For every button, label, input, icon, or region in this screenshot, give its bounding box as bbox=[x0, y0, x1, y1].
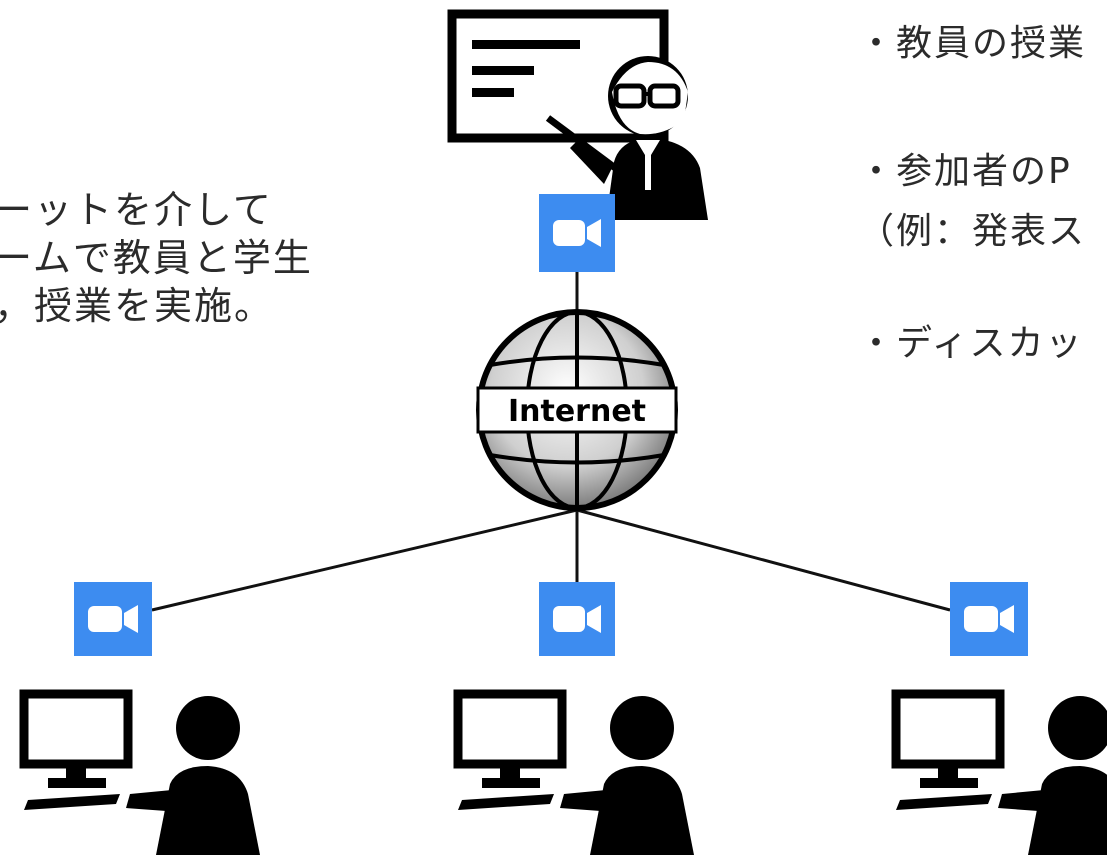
teacher-presentation-icon bbox=[447, 9, 708, 220]
bullet-item-2: ・参加者のP bbox=[858, 151, 1072, 192]
left-description: ーットを介してームで教員と学生，授業を実施。 bbox=[0, 186, 313, 330]
line-globe-right bbox=[576, 508, 951, 612]
bullet-item-1: ・教員の授業 bbox=[858, 23, 1087, 64]
student-computer-icon-center bbox=[453, 689, 694, 855]
globe-icon: Internet bbox=[476, 309, 678, 511]
bullet-item-3: （例：発表ス bbox=[858, 211, 1087, 252]
line-globe-left bbox=[151, 508, 578, 612]
zoom-video-icon-student-right bbox=[950, 582, 1028, 656]
connection-lines bbox=[151, 272, 951, 612]
internet-label: Internet bbox=[508, 394, 646, 429]
student-computer-icon-right bbox=[891, 689, 1107, 855]
bullet-item-4: ・ディスカッ bbox=[858, 323, 1084, 364]
zoom-video-icon-student-center bbox=[539, 582, 615, 656]
left-line-1: ーットを介して bbox=[0, 188, 273, 232]
left-line-3: ，授業を実施。 bbox=[0, 284, 275, 328]
zoom-video-icon-student-left bbox=[74, 582, 152, 656]
student-computer-icon-left bbox=[19, 689, 260, 855]
left-line-2: ームで教員と学生 bbox=[0, 236, 313, 280]
zoom-video-icon-teacher bbox=[539, 194, 615, 272]
